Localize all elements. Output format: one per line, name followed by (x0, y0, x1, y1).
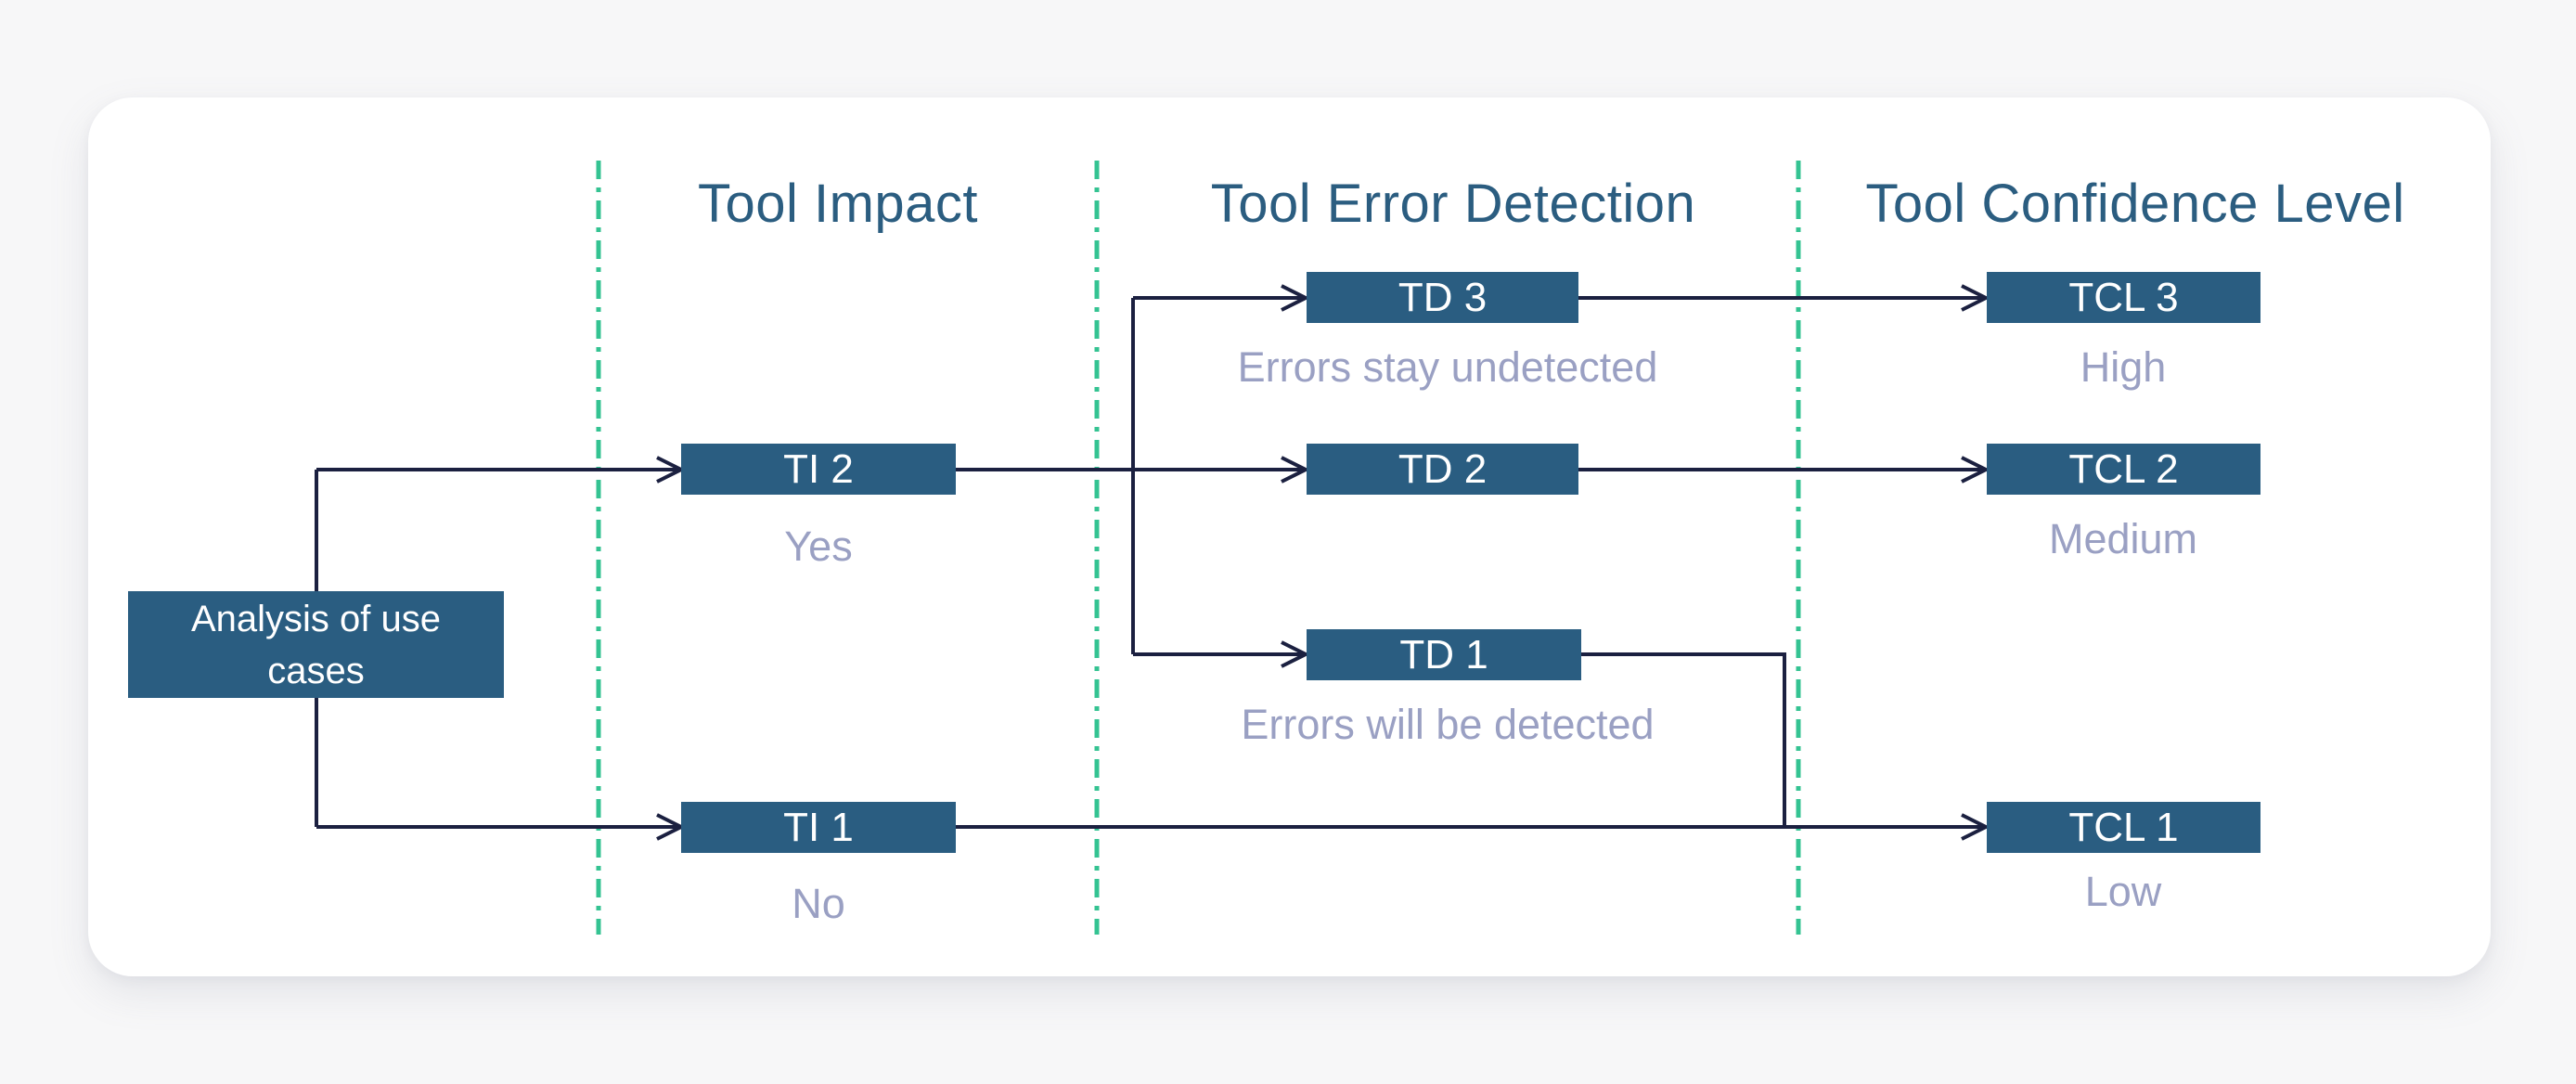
edge-td1-merge (1581, 652, 1786, 827)
node-td1: TD 1 (1307, 629, 1581, 680)
node-ti1: TI 1 (681, 802, 956, 853)
column-dividers (596, 161, 1801, 935)
node-td3-sublabel: Errors stay undetected (1237, 343, 1658, 391)
node-td2: TD 2 (1307, 444, 1578, 495)
node-tcl2: TCL 2 (1987, 444, 2260, 495)
node-tcl3-sublabel: High (2080, 343, 2167, 391)
node-analysis-of-use-cases: Analysis of use cases (128, 591, 504, 698)
node-tcl2-sublabel: Medium (2048, 515, 2198, 562)
connector-edges (315, 298, 1986, 827)
node-td3: TD 3 (1307, 272, 1578, 323)
column-header-tool-error-detection: Tool Error Detection (1210, 174, 1696, 234)
column-header-tool-impact: Tool Impact (697, 174, 979, 234)
node-tcl3: TCL 3 (1987, 272, 2260, 323)
node-ti1-sublabel: No (792, 880, 845, 927)
node-ti2-sublabel: Yes (784, 523, 853, 570)
node-ti2: TI 2 (681, 444, 956, 495)
column-header-tool-confidence-level: Tool Confidence Level (1865, 174, 2405, 234)
node-tcl1-sublabel: Low (2084, 868, 2162, 915)
node-td1-sublabel: Errors will be detected (1241, 701, 1655, 748)
node-tcl1: TCL 1 (1987, 802, 2260, 853)
